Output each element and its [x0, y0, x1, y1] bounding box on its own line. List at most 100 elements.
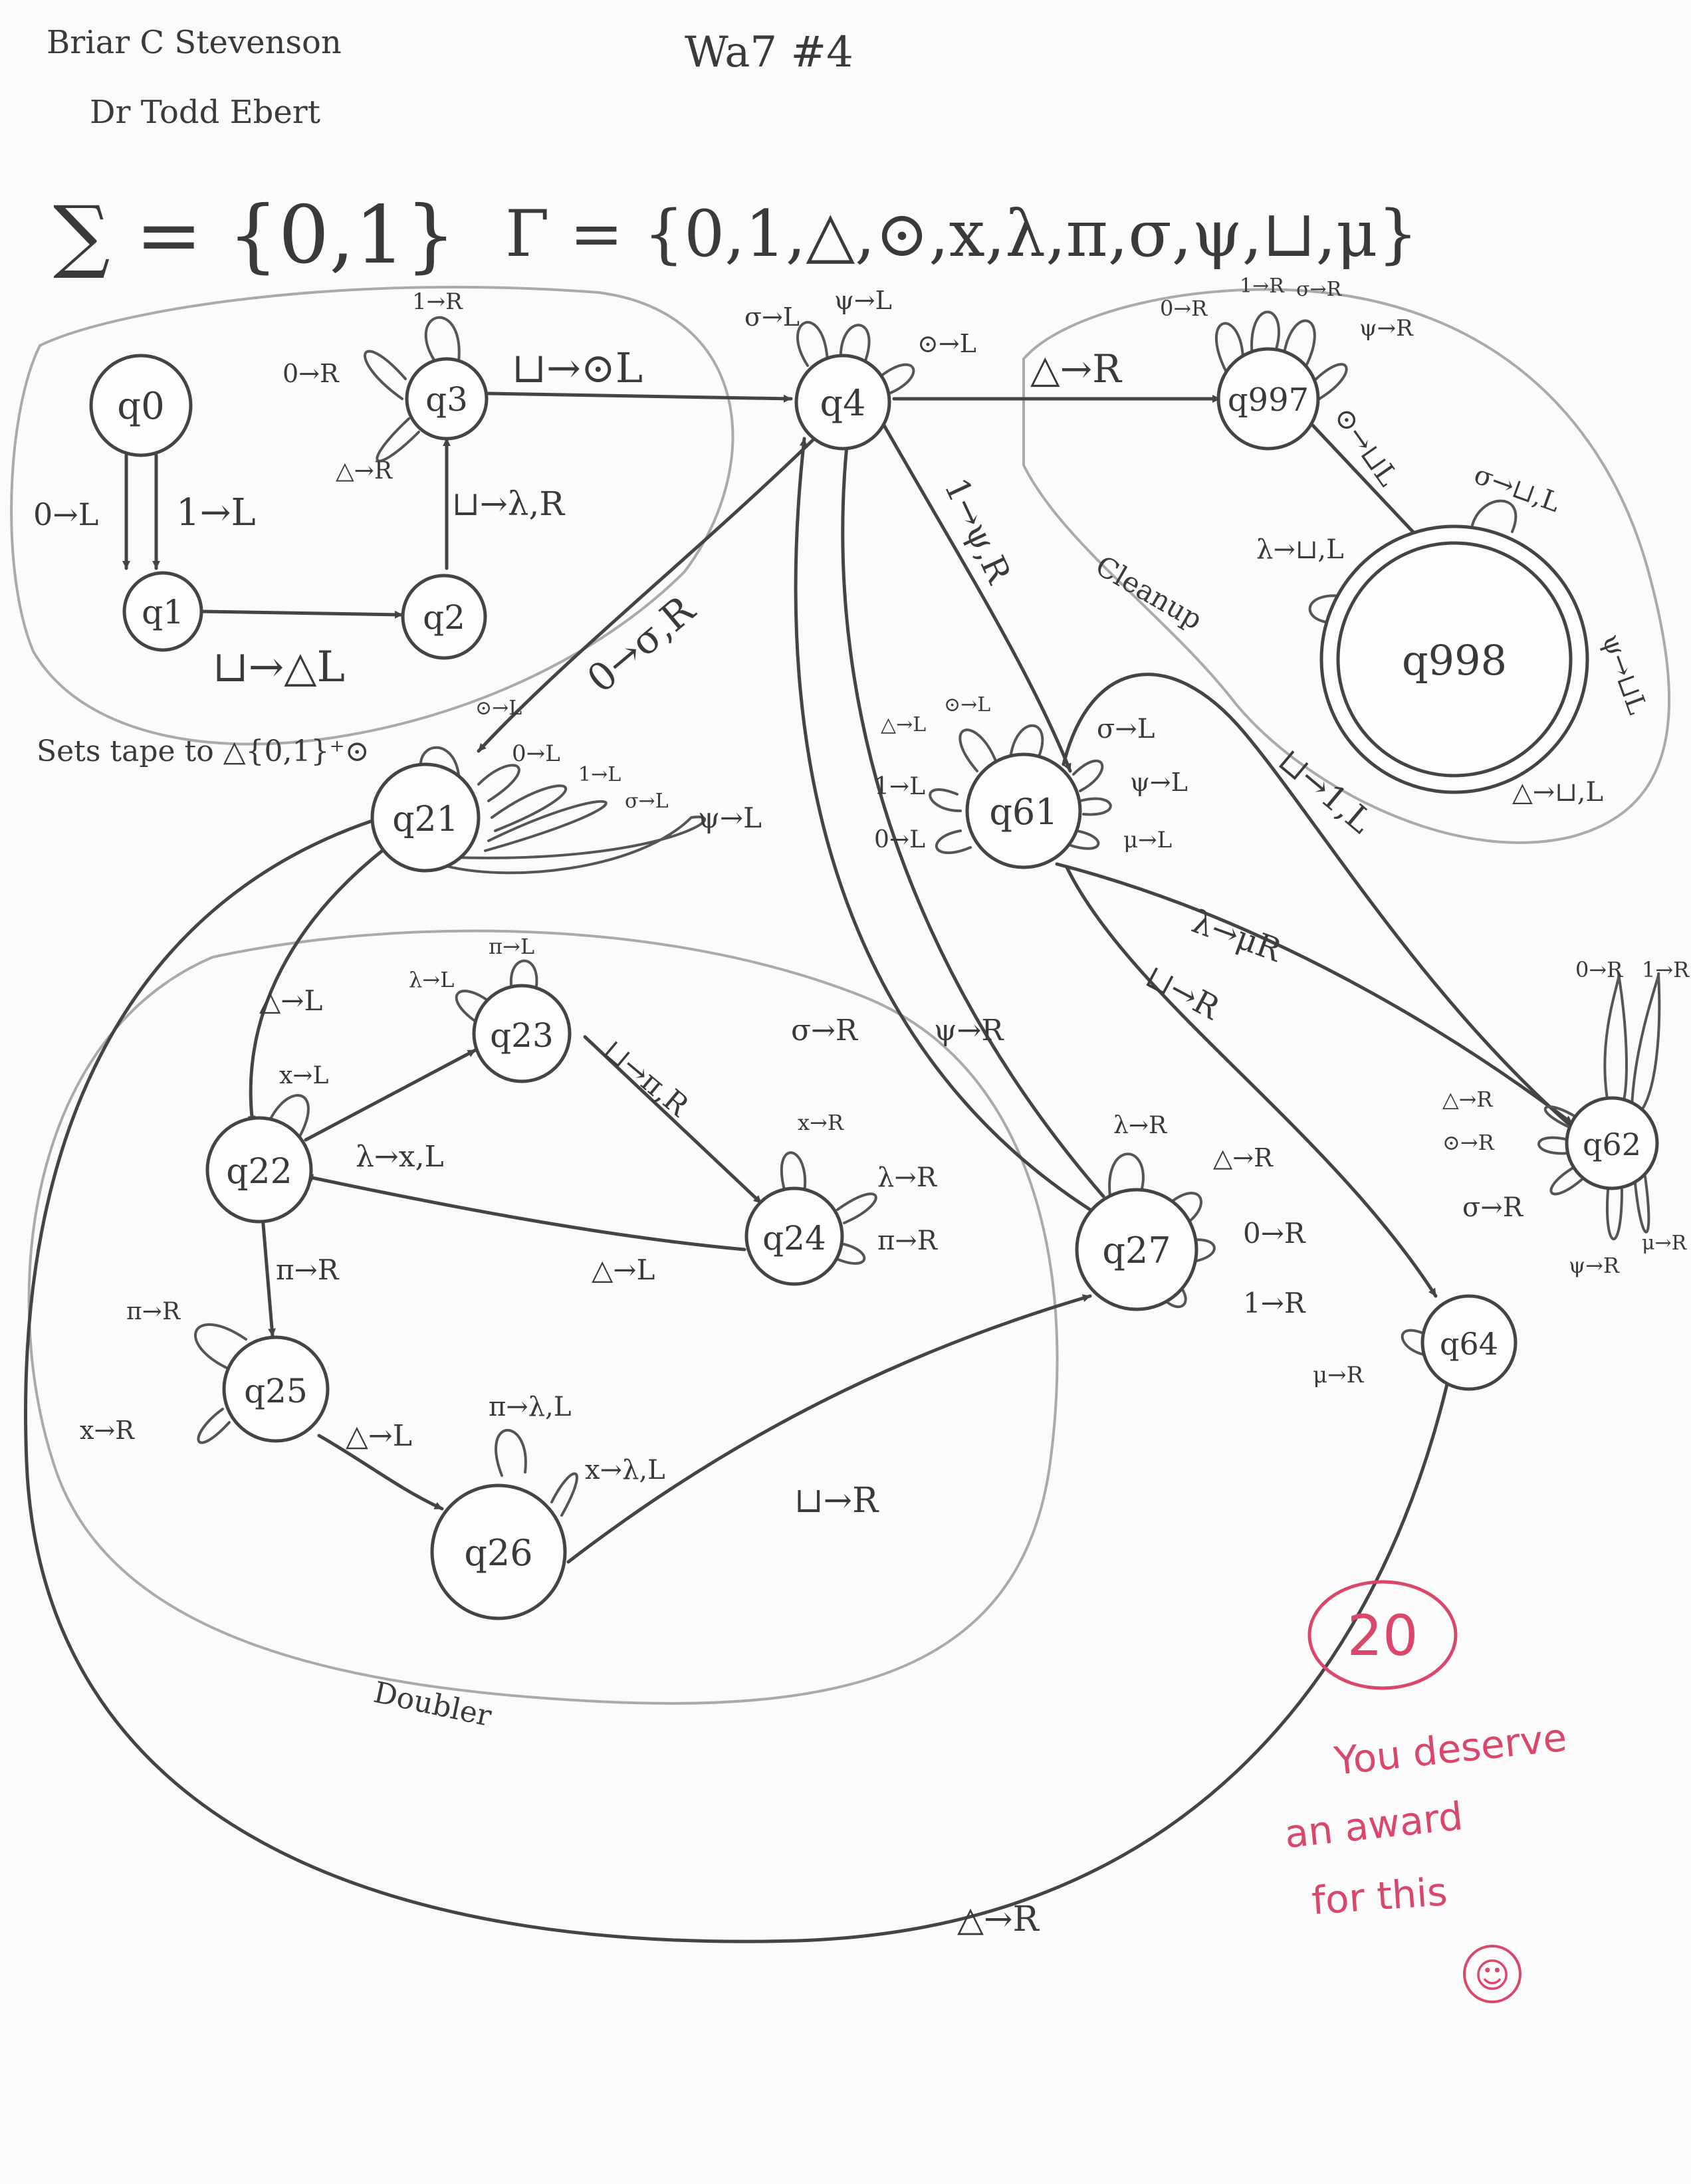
label-q998-loop-lambda: λ→⊔,L [1256, 534, 1344, 565]
loop-q3-tri [376, 417, 420, 463]
loop-q997-psi [1311, 363, 1348, 400]
loop-q21-1 [491, 784, 568, 832]
label-q61-loop-mu: μ→L [1123, 827, 1172, 853]
state-q27: q27 [1075, 1188, 1198, 1311]
edge-q26-q27 [566, 1294, 1092, 1564]
edge-q27-q4-psi [841, 437, 1105, 1198]
label-q61-loop-tri: △→L [881, 713, 926, 736]
edge-q1-q2 [201, 609, 404, 619]
loop-q26-x [550, 1472, 578, 1517]
loop-q61-1 [929, 788, 962, 812]
edge-q4-q21 [477, 437, 816, 753]
state-q24: q24 [744, 1186, 844, 1286]
label-q22-q23: λ→x,L [356, 1140, 444, 1174]
loop-q24-pi [830, 1242, 866, 1265]
state-q22-label: q22 [226, 1152, 292, 1192]
label-q27-loop-0: 0→R [1243, 1217, 1306, 1250]
state-q22: q22 [205, 1116, 313, 1224]
label-q62-loop-1: 1→R [1642, 957, 1690, 982]
state-q62-label: q62 [1583, 1127, 1641, 1162]
loop-q998-sigma [1471, 499, 1518, 533]
loop-q3-1 [424, 316, 461, 368]
state-q23: q23 [472, 984, 572, 1083]
edge-q25-q26 [317, 1434, 444, 1511]
cleanup-region-label: Cleanup [1090, 549, 1208, 636]
label-q22-loop-x: x→L [279, 1062, 328, 1089]
label-q2-q3: ⊔→λ,R [452, 485, 565, 523]
loop-q26-pi [495, 1428, 527, 1477]
label-q62-loop-dot: ⊙→R [1442, 1130, 1495, 1155]
loop-q997-1 [1250, 310, 1280, 364]
smiley-icon [1463, 1945, 1522, 2003]
state-q2-label: q2 [423, 598, 465, 637]
edge-q997-q998 [1311, 423, 1421, 540]
loop-q4-dot [876, 363, 915, 397]
label-q4-q21: 0→σ,R [578, 586, 704, 702]
label-q4-q997: △→R [1030, 346, 1123, 391]
label-q61-loop-sigma: σ→L [1097, 714, 1155, 744]
label-q3-q4: ⊔→⊙L [512, 344, 643, 392]
state-q21-label: q21 [392, 800, 458, 839]
label-q27-q4-sigma: σ→R [791, 1014, 859, 1047]
label-q997-loop-psi: ψ→R [1359, 315, 1414, 342]
state-q998-label: q998 [1402, 636, 1507, 685]
loop-q24-lambda [836, 1192, 877, 1224]
state-q61-label: q61 [989, 791, 1058, 833]
state-q27-label: q27 [1102, 1230, 1171, 1271]
label-q997-loop-0: 0→R [1160, 296, 1208, 321]
loop-q23-lambda [455, 990, 493, 1025]
state-q0: q0 [89, 354, 193, 457]
doubler-region-label: Doubler [371, 1676, 495, 1733]
label-q64-loop-mu: μ→R [1313, 1362, 1365, 1388]
label-q997-loop-sigma: σ→R [1296, 278, 1343, 301]
state-q3-label: q3 [425, 380, 468, 419]
label-q61-loop-dot: ⊙→L [944, 693, 990, 716]
label-q26-loop-x: x→λ,L [585, 1455, 665, 1485]
loop-q62-psi [1605, 1182, 1623, 1240]
edge-q61-q998 [1062, 673, 1577, 1132]
author-name: Briar C Stevenson [47, 24, 342, 61]
loop-q62-1 [1631, 972, 1661, 1111]
state-q998: q998 [1319, 524, 1589, 794]
label-q21-loop-sigma: σ→L [625, 790, 669, 813]
label-q62-loop-mu: μ→R [1642, 1232, 1688, 1255]
state-q3: q3 [405, 357, 489, 441]
label-q62-loop-tri: △→R [1442, 1087, 1493, 1112]
label-q21-loop-psi: ψ→L [698, 802, 762, 834]
sigma-definition: ∑ = {0,1} [53, 189, 456, 282]
loop-q21-psi [437, 816, 707, 875]
label-q4-q61: 1→ψ,R [937, 473, 1018, 590]
state-q4-label: q4 [820, 382, 866, 424]
label-q997-q998: ⊙→⊔L [1327, 401, 1405, 492]
loop-q27-lambda [1108, 1152, 1145, 1198]
label-q23-q24: ⊔→π,R [597, 1033, 696, 1124]
label-q3-loop-0: 0→R [282, 359, 340, 388]
label-q27-q4-psi: ψ→R [934, 1014, 1004, 1047]
loop-q4-psi [839, 324, 871, 366]
smiley-glyph: ☺ [1474, 1956, 1510, 1996]
label-q998-loop-psi: ψ→⊔L [1596, 630, 1653, 718]
label-q62-loop-0: 0→R [1575, 957, 1623, 982]
edge-q3-q4 [487, 391, 793, 403]
edge-q64-q21 [24, 816, 1451, 1943]
label-q24-loop-lambda: λ→R [877, 1162, 938, 1193]
label-q62-loop-sigma: σ→R [1462, 1192, 1524, 1223]
grade-circle [1307, 1580, 1458, 1690]
state-q23-label: q23 [490, 1016, 554, 1055]
state-q26: q26 [430, 1483, 567, 1620]
state-q1-label: q1 [142, 593, 184, 631]
label-q25-loop-x: x→R [80, 1416, 135, 1445]
edge-q24-q22 [304, 1174, 746, 1252]
loop-q23-pi [509, 959, 538, 995]
state-q64-label: q64 [1440, 1326, 1498, 1362]
loop-q61-0 [935, 829, 972, 855]
loop-q21-0 [477, 764, 520, 802]
loop-q61-sigma [1072, 759, 1104, 792]
state-q1: q1 [122, 571, 203, 652]
loop-q25-x [197, 1408, 231, 1444]
label-q27-loop-lambda: λ→R [1113, 1112, 1167, 1139]
label-q25-q26: △→L [346, 1419, 412, 1453]
label-q997-loop-1: 1→R [1240, 274, 1285, 298]
loop-q4-sigma [796, 320, 829, 367]
state-q0-label: q0 [117, 385, 164, 428]
